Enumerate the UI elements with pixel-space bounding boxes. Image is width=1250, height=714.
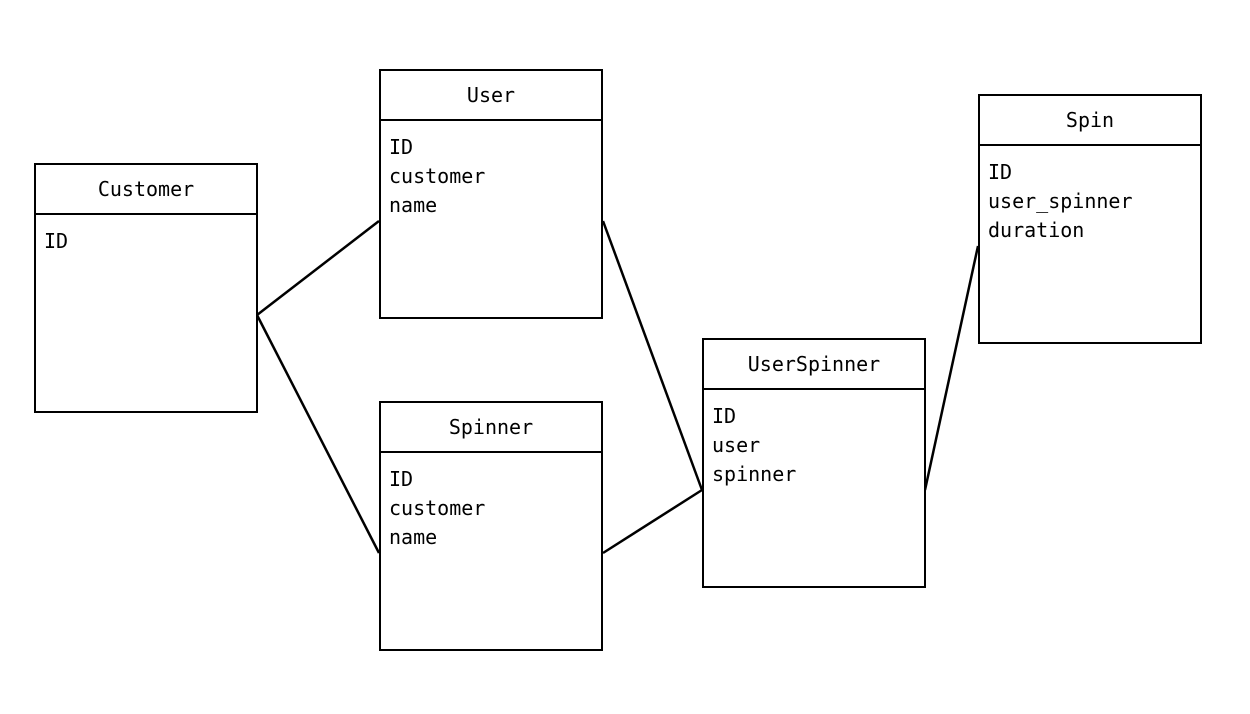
entity-title: Spin xyxy=(980,96,1200,146)
field-name: name xyxy=(389,193,438,217)
entity-customer[interactable]: Customer ID xyxy=(34,163,258,413)
relationship-customer-spinner xyxy=(255,314,381,554)
field-id: ID xyxy=(389,467,414,491)
field-id: ID xyxy=(988,160,1013,184)
field-duration: duration xyxy=(988,218,1085,242)
field-customer: customer xyxy=(389,164,486,188)
entity-fields: ID xyxy=(36,215,256,256)
field-id: ID xyxy=(712,404,737,428)
field-spinner: spinner xyxy=(712,462,797,486)
relationship-userspinner-spin xyxy=(923,245,980,491)
entity-userspinner[interactable]: UserSpinner ID user spinner xyxy=(702,338,926,588)
entity-spinner[interactable]: Spinner ID customer name xyxy=(379,401,603,651)
field-name: name xyxy=(389,525,438,549)
field-user-spinner: user_spinner xyxy=(988,189,1133,213)
entity-title: Spinner xyxy=(381,403,601,453)
field-user: user xyxy=(712,433,761,457)
entity-spin[interactable]: Spin ID user_spinner duration xyxy=(978,94,1202,344)
entity-title: UserSpinner xyxy=(704,340,924,390)
entity-fields: ID user_spinner duration xyxy=(980,146,1200,245)
field-id: ID xyxy=(44,229,69,253)
relationship-spinner-userspinner xyxy=(602,488,703,555)
field-customer: customer xyxy=(389,496,486,520)
relationship-user-userspinner xyxy=(601,220,704,491)
entity-fields: ID customer name xyxy=(381,121,601,220)
entity-title: User xyxy=(381,71,601,121)
entity-fields: ID customer name xyxy=(381,453,601,552)
entity-title: Customer xyxy=(36,165,256,215)
entity-user[interactable]: User ID customer name xyxy=(379,69,603,319)
field-id: ID xyxy=(389,135,414,159)
entity-fields: ID user spinner xyxy=(704,390,924,489)
relationship-customer-user xyxy=(256,220,380,316)
